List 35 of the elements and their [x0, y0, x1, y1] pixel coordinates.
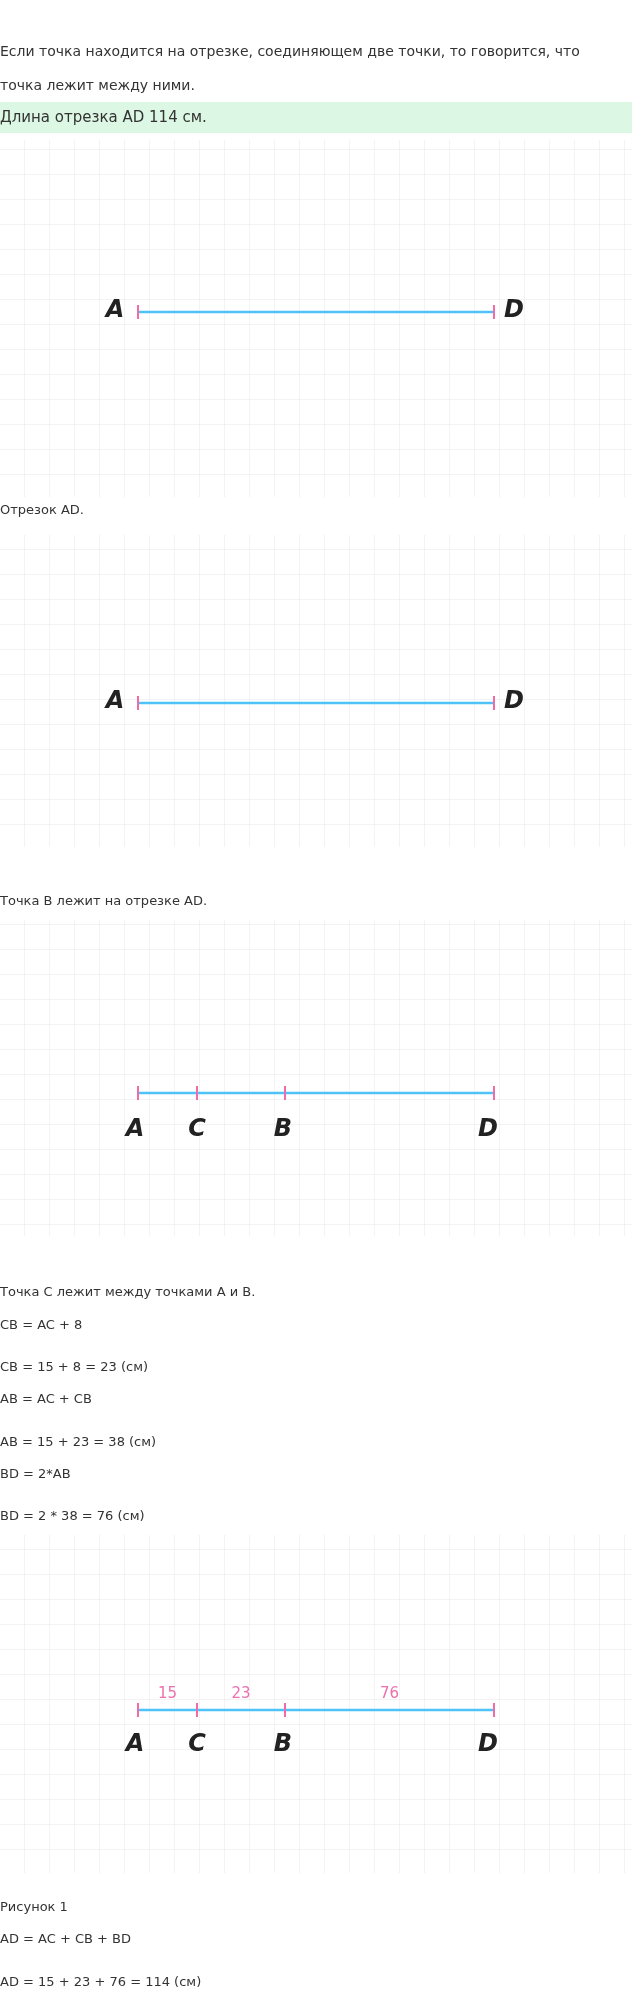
text-line: Точка B лежит на отрезке AD. [0, 892, 209, 910]
point-label: D [504, 297, 524, 321]
point-label: C [188, 1731, 206, 1755]
point-label: A [125, 1731, 145, 1755]
point-label: A [105, 688, 125, 712]
text-line: Если точка находится на отрезке, соединяющем две точки, то говорится, что точка лежит между ними. [0, 42, 581, 95]
text-line: Рисунок 1 [0, 1898, 69, 1916]
text-line: AB = AC + CB [0, 1390, 93, 1408]
line-segment [284, 1702, 495, 1718]
point-label: D [478, 1116, 498, 1140]
point-label: C [188, 1116, 206, 1140]
point-label: B [273, 1731, 293, 1755]
edge-label: 76 [379, 1686, 400, 1701]
text-line: BD = 2*AB [0, 1465, 72, 1483]
edge-label: 15 [157, 1686, 178, 1701]
line-segment [137, 304, 495, 320]
point-label: D [478, 1731, 498, 1755]
line-segment [284, 1085, 495, 1101]
line-segment [137, 1702, 198, 1718]
text-line: CB = 15 + 8 = 23 (см) [0, 1358, 150, 1376]
text-line: Отрезок AD. [0, 501, 85, 519]
text-line: AD = AC + CB + BD [0, 1930, 133, 1948]
point-label: B [273, 1116, 293, 1140]
line-segment [137, 1085, 198, 1101]
point-label: A [125, 1116, 145, 1140]
text-line: BD = 2 * 38 = 76 (см) [0, 1507, 146, 1525]
line-segment [137, 695, 495, 711]
text-line: AB = 15 + 23 = 38 (см) [0, 1433, 158, 1451]
text-line: Точка C лежит между точками A и B. [0, 1283, 257, 1301]
edge-label: 23 [231, 1686, 251, 1701]
text-line: AD = 15 + 23 + 76 = 114 (см) [0, 1973, 203, 1991]
point-label: D [504, 688, 524, 712]
text-line: CB = AC + 8 [0, 1316, 84, 1334]
point-label: A [105, 297, 125, 321]
highlighted-note: Длина отрезка AD 114 см. [0, 102, 632, 133]
